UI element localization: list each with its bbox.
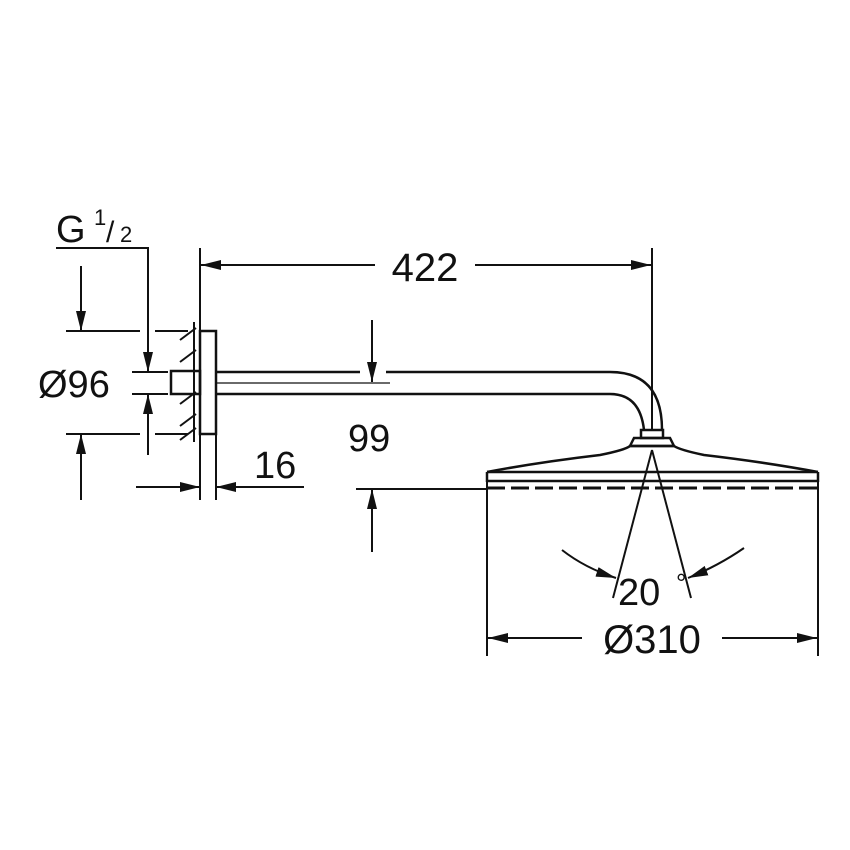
head-diameter-dimension (486, 482, 819, 656)
flange-diameter-label: Ø96 (38, 364, 110, 406)
flange-depth-label: 16 (254, 445, 296, 487)
arm-length-dimension (199, 248, 653, 430)
thread-label-prefix: G (56, 209, 86, 251)
wall (179, 322, 201, 500)
thread-label-denominator: 2 (120, 222, 132, 247)
thread-label-slash: / (106, 216, 115, 249)
flange-diameter-dimension (66, 266, 188, 500)
spray-angle-unit: ° (676, 568, 686, 598)
arm-length-label: 422 (392, 246, 459, 290)
arm-height-dimension (356, 320, 488, 552)
thread-leader (56, 247, 153, 372)
shower-head (485, 428, 820, 490)
spray-angle-dimension (561, 449, 745, 599)
spray-angle-label: 20 (618, 572, 660, 614)
head-diameter-label: Ø310 (603, 618, 701, 662)
arm-height-label: 99 (348, 418, 390, 460)
shower-arm (216, 370, 664, 431)
thread-label-numerator: 1 (94, 205, 106, 230)
